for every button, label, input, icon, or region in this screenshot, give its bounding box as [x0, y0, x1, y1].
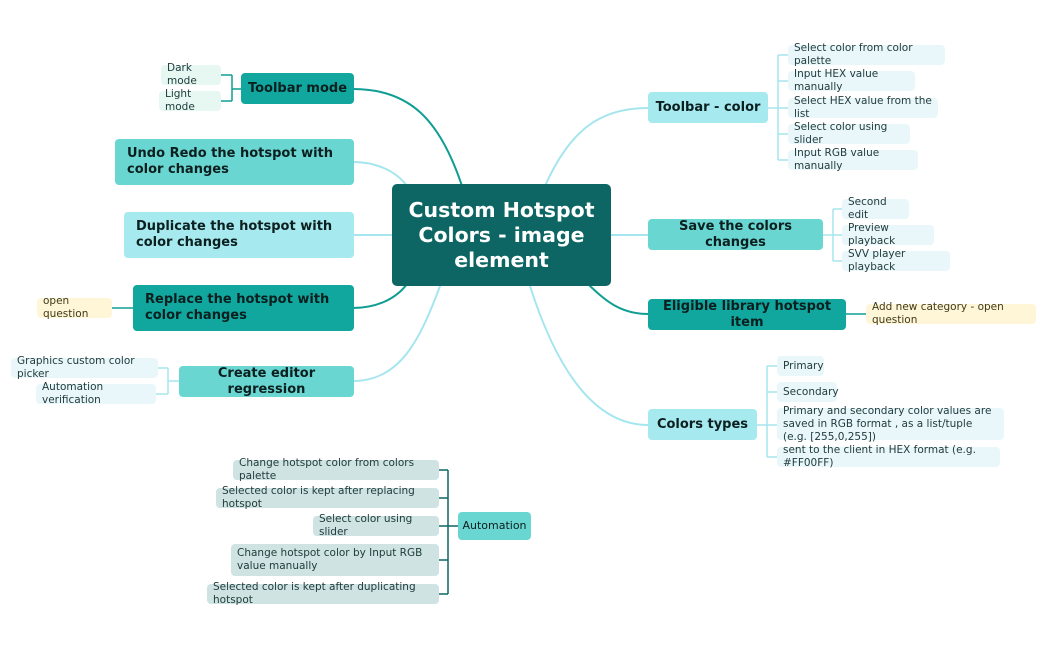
leaf-rgb-format[interactable]: Primary and secondary color values are s… [777, 405, 1004, 443]
leaf-automation-kept-replacing[interactable]: Selected color is kept after replacing h… [216, 485, 439, 510]
branch-create-editor-regression[interactable]: Create editor regression [179, 366, 354, 397]
leaf-secondary[interactable]: Secondary [777, 382, 839, 402]
leaf-primary[interactable]: Primary [777, 356, 824, 376]
note-open-question[interactable]: open question [37, 295, 112, 320]
note-add-new-category[interactable]: Add new category - open question [866, 301, 1036, 326]
leaf-automation-kept-duplicating[interactable]: Selected color is kept after duplicating… [207, 581, 439, 606]
leaf-input-rgb[interactable]: Input RGB value manually [788, 147, 918, 172]
leaf-graphics-custom-color-picker[interactable]: Graphics custom color picker [11, 355, 158, 380]
branch-toolbar-color[interactable]: Toolbar - color [648, 92, 768, 123]
leaf-automation-change-palette[interactable]: Change hotspot color from colors palette [233, 457, 439, 482]
leaf-dark-mode[interactable]: Dark mode [161, 62, 221, 87]
leaf-select-color-slider[interactable]: Select color using slider [788, 121, 910, 146]
leaf-second-edit[interactable]: Second edit [842, 196, 909, 221]
leaf-select-hex-list[interactable]: Select HEX value from the list [788, 95, 938, 120]
branch-automation[interactable]: Automation [458, 512, 531, 540]
leaf-automation-input-rgb[interactable]: Change hotspot color by Input RGB value … [231, 544, 439, 576]
branch-undo-redo[interactable]: Undo Redo the hotspot with color changes [115, 139, 354, 185]
leaf-hex-format[interactable]: sent to the client in HEX format (e.g. #… [777, 444, 1000, 469]
central-topic[interactable]: Custom Hotspot Colors - image element [392, 184, 611, 286]
leaf-automation-slider[interactable]: Select color using slider [313, 513, 439, 538]
leaf-light-mode[interactable]: Light mode [159, 88, 221, 113]
leaf-svv-player-playback[interactable]: SVV player playback [842, 248, 950, 273]
leaf-automation-verification[interactable]: Automation verification [36, 381, 156, 406]
branch-eligible-library-item[interactable]: Eligible library hotspot item [648, 299, 846, 330]
branch-toolbar-mode[interactable]: Toolbar mode [241, 73, 354, 104]
leaf-select-color-palette[interactable]: Select color from color palette [788, 42, 945, 67]
branch-duplicate[interactable]: Duplicate the hotspot with color changes [124, 212, 354, 258]
branch-replace[interactable]: Replace the hotspot with color changes [133, 285, 354, 331]
branch-colors-types[interactable]: Colors types [648, 409, 757, 440]
leaf-input-hex[interactable]: Input HEX value manually [788, 68, 915, 93]
leaf-preview-playback[interactable]: Preview playback [842, 222, 934, 247]
branch-save-colors[interactable]: Save the colors changes [648, 219, 823, 250]
